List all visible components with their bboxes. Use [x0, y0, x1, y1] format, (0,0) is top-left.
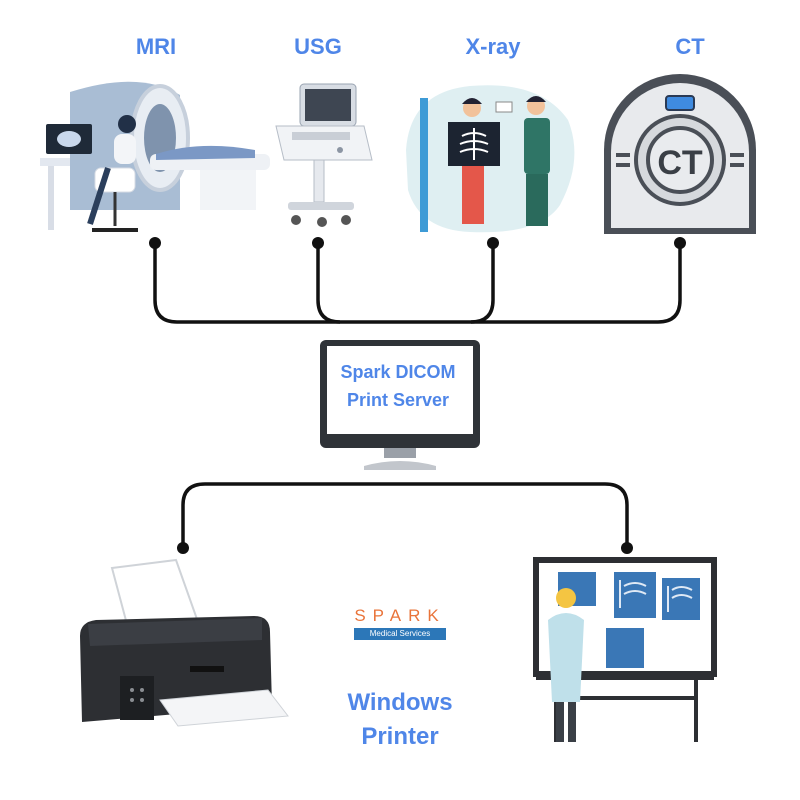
ct-connector-dot [674, 237, 686, 249]
printer-label-line1: Windows [347, 689, 453, 716]
usg-connector-dot [312, 237, 324, 249]
printer-connector-dot [177, 542, 189, 554]
ultrasound-machine-icon [275, 83, 373, 227]
usg-label: USG [294, 34, 342, 59]
xray-room-icon [406, 85, 575, 233]
spark-logo: SPARK Medical Services [350, 592, 450, 642]
printer-icon [80, 558, 289, 727]
xray-label: X-ray [465, 34, 521, 59]
mri-connector-dot [149, 237, 161, 249]
film-viewer-icon [533, 557, 717, 742]
ct-label: CT [675, 34, 705, 59]
server-label-line1: Spark DICOM [340, 362, 456, 382]
printer-label-line2: Printer [361, 723, 439, 750]
xray-connector-dot [487, 237, 499, 249]
modality-bus-lines [153, 243, 682, 324]
server-monitor-icon [320, 340, 480, 470]
printer-label: Windows Printer [320, 686, 480, 754]
mri-scanner-icon [40, 81, 270, 232]
server-label-line2: Print Server [346, 390, 450, 410]
printer-link-line [181, 482, 629, 548]
mri-label: MRI [135, 34, 177, 59]
spark-logo-word: SPARK [354, 606, 446, 625]
viewer-connector-dot [621, 542, 633, 554]
spark-logo-subtitle: Medical Services [354, 628, 446, 640]
ct-badge-text: CT [657, 144, 703, 182]
ct-scanner-icon: CT [604, 74, 756, 234]
server-label: Spark DICOM Print Server [322, 358, 474, 414]
